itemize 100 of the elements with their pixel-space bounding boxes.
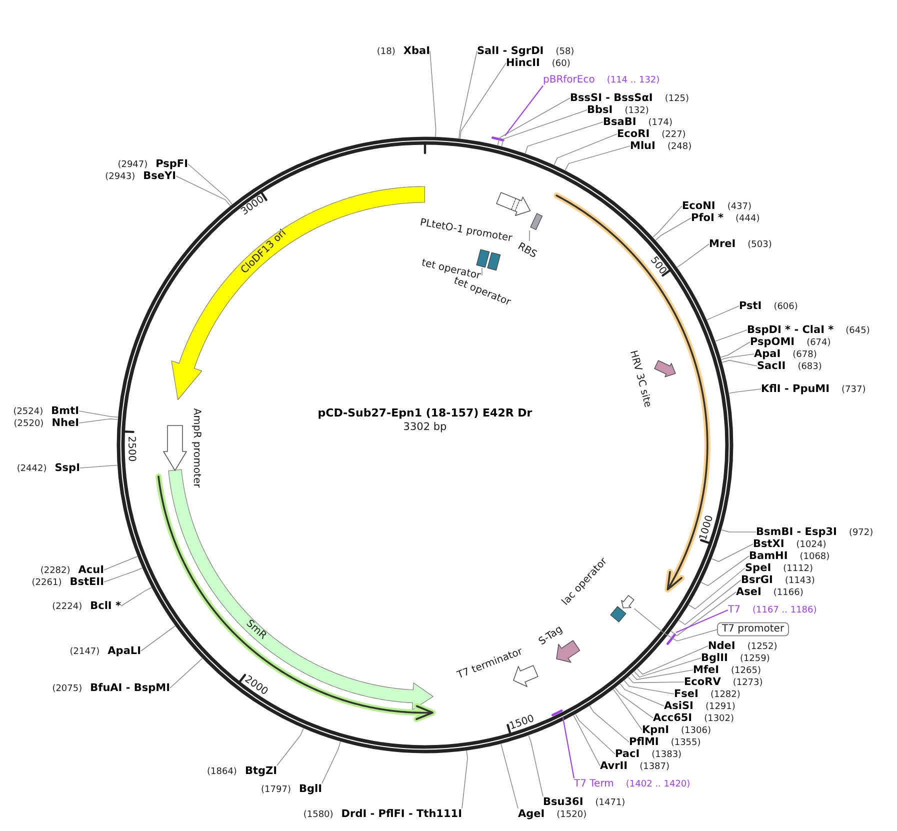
leader-line <box>589 705 630 742</box>
cut-position: (1471) <box>595 798 626 808</box>
enzyme-name: HincII <box>506 56 540 69</box>
cut-position: (1797) <box>261 784 291 796</box>
cut-position: (737) <box>842 384 866 396</box>
enzyme-name: AgeI <box>518 808 545 820</box>
cut-position: (1112) <box>783 564 814 574</box>
enzyme-name: KpnI <box>642 724 670 736</box>
feature-label: AmpR promoter <box>190 408 202 488</box>
cut-position: (1252) <box>747 642 778 652</box>
cut-position: (1068) <box>800 552 830 562</box>
leader-line <box>676 610 728 634</box>
cut-position: (1580) <box>303 810 334 820</box>
cut-position: (2282) <box>40 566 70 576</box>
feature-label: PLtetO-1 promoter <box>419 217 513 245</box>
enzyme-name: XbaI <box>403 44 430 57</box>
cut-position: (606) <box>774 302 798 312</box>
leader-line <box>676 244 710 268</box>
cut-position: (2224) <box>52 602 82 612</box>
enzyme-name: BsaBI <box>603 116 636 128</box>
enzyme-name: Acc65I <box>653 712 692 724</box>
leader-line <box>170 658 203 688</box>
leader-line <box>430 50 436 138</box>
leader-line <box>120 587 152 606</box>
enzyme-name: ApaI <box>754 348 781 360</box>
cut-position: (1387) <box>640 762 670 772</box>
leader-line <box>500 744 518 809</box>
cut-position: (1355) <box>670 738 701 748</box>
enzyme-name: PspFI <box>156 158 188 170</box>
cut-position: (1291) <box>705 702 736 712</box>
cut-position: (678) <box>792 350 817 360</box>
leader-line <box>728 388 762 394</box>
enzyme-name: PspOMI <box>750 336 795 348</box>
primer-range: (1167 .. 1186) <box>752 605 817 616</box>
cut-position: (503) <box>748 240 772 250</box>
leader-line <box>528 735 544 797</box>
enzyme-name: BsmBI - Esp3I <box>756 526 837 538</box>
enzyme-name: SpeI <box>745 562 772 574</box>
boxed-feature-label: T7 promoter <box>717 622 790 636</box>
leader-line <box>554 134 618 166</box>
cut-position: (2075) <box>52 684 82 694</box>
enzyme-name: BmtI <box>51 404 79 417</box>
cut-position: (972) <box>848 528 874 538</box>
enzyme-name: AcuI <box>78 564 104 576</box>
leader-line <box>655 218 692 241</box>
enzyme-name: BbsI <box>587 104 613 116</box>
leader-line <box>140 626 176 652</box>
leader-line <box>188 164 233 205</box>
cut-position: (437) <box>727 202 752 212</box>
leader-line <box>276 728 304 766</box>
enzyme-name: DrdI - PflFI - Tth111I <box>341 808 462 820</box>
cut-position: (1302) <box>704 714 734 724</box>
enzyme-name: ApaLI <box>108 644 141 657</box>
cut-position: (1383) <box>652 750 682 760</box>
leader-line <box>78 410 118 418</box>
cut-position: (125) <box>664 94 690 104</box>
primer-name: T7 <box>728 604 740 616</box>
cut-position: (2947) <box>118 160 148 170</box>
leader-line <box>322 741 341 784</box>
leader-line <box>670 592 736 636</box>
enzyme-name: EcoNI <box>682 200 716 212</box>
primer-range: (1402 .. 1420) <box>626 779 690 790</box>
cut-position: (2943) <box>105 172 136 182</box>
cut-position: (1273) <box>732 678 763 688</box>
cut-position: (1166) <box>773 588 804 598</box>
cut-position: (18) <box>376 46 396 58</box>
cut-position: (2261) <box>32 578 62 588</box>
enzyme-name: BtgZI <box>244 764 277 777</box>
leader-line <box>678 580 742 626</box>
enzyme-name: FseI <box>674 688 698 700</box>
enzyme-name: PflMI <box>629 736 659 748</box>
leader-line <box>634 658 702 678</box>
leader-line <box>104 568 142 582</box>
enzyme-name: BseYI <box>143 170 176 182</box>
leader-line <box>462 750 468 809</box>
leader-line <box>458 50 478 139</box>
leader-line <box>564 146 630 171</box>
leader-line <box>524 122 604 154</box>
cut-position: (132) <box>624 106 649 116</box>
leader-line <box>528 230 530 242</box>
leader-line <box>715 330 748 342</box>
leader-line <box>501 110 588 147</box>
enzyme-name: PacI <box>615 748 640 760</box>
tick-label: 1000 <box>698 514 716 542</box>
cut-position: (2520) <box>14 418 44 430</box>
enzyme-name: BamHI <box>749 550 788 562</box>
leader-line <box>700 556 750 586</box>
enzyme-name: BglI <box>298 782 322 795</box>
leader-line <box>573 715 600 766</box>
cut-position: (58) <box>556 46 574 58</box>
enzyme-name: SalI - SgrDI <box>477 44 544 57</box>
enzyme-name: BstXI <box>753 538 784 550</box>
enzyme-name: NdeI <box>708 640 736 652</box>
cut-position: (444) <box>736 214 760 224</box>
leader-line <box>504 85 544 136</box>
leader-line <box>688 568 746 610</box>
leader-line <box>628 676 684 684</box>
leader-line <box>614 688 654 718</box>
leader-line <box>620 684 664 706</box>
enzyme-name: BsrGI <box>741 574 773 586</box>
